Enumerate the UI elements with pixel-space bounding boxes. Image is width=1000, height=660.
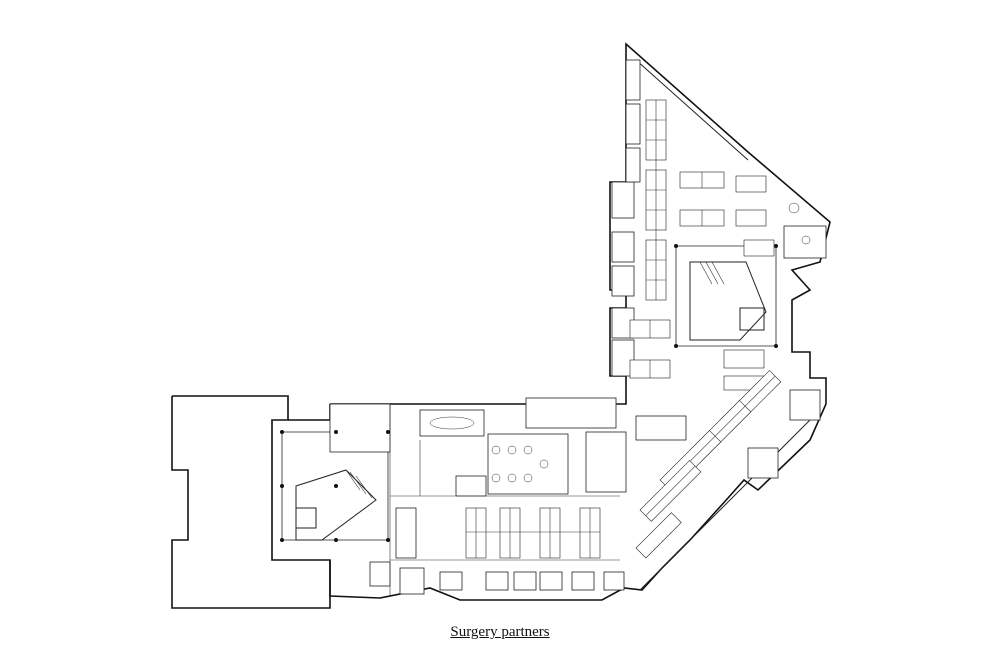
structural-columns (280, 244, 778, 542)
caption-link[interactable]: Surgery partners (450, 624, 550, 640)
conference-chairs (491, 445, 549, 483)
floor-plan-caption[interactable]: Surgery partners (0, 624, 1000, 641)
workstations-north (629, 99, 827, 391)
perimeter-offices-north (611, 59, 641, 377)
workstations-diagonal (635, 370, 821, 559)
atrium-core-north (675, 245, 777, 347)
south-wing (329, 397, 687, 596)
floor-plan (171, 42, 831, 609)
